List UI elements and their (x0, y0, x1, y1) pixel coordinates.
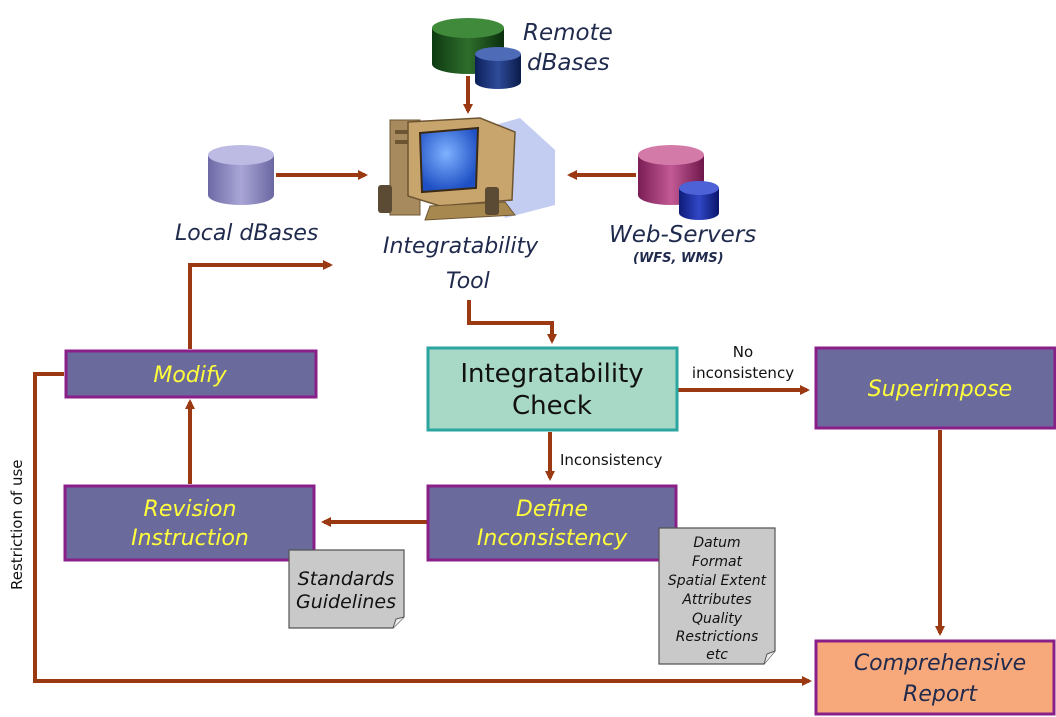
note-item: Restrictions (676, 629, 759, 645)
modify-label: Modify (153, 363, 227, 388)
arrow-restriction-to-report (33, 372, 812, 686)
arrow-tool-to-check (467, 300, 557, 344)
no-inconsistency-label-line2: inconsistency (692, 364, 794, 382)
comprehensive-report-box (814, 639, 1056, 716)
comprehensive-report-line2: Report (903, 682, 978, 707)
inconsistency-label: Inconsistency (560, 451, 663, 469)
remote-dbases-icon (432, 18, 521, 89)
web-servers-sublabel: (WFS, WMS) (633, 251, 724, 266)
superimpose-box (814, 346, 1056, 430)
revision-instruction-line1: Revision (144, 497, 237, 522)
note-item: etc (706, 647, 728, 663)
integratability-check-box (426, 346, 679, 432)
modify-box (64, 349, 318, 399)
local-dbases-label: Local dBases (175, 221, 318, 246)
no-inconsistency-label-line1: No (733, 343, 753, 361)
integratability-check-line2: Check (512, 391, 592, 421)
tool-label-line2: Tool (446, 269, 490, 294)
local-dbases-icon (208, 145, 274, 205)
comprehensive-report-line1: Comprehensive (854, 651, 1026, 676)
define-inconsistency-line2: Inconsistency (477, 526, 628, 551)
web-servers-label: Web-Servers (609, 222, 756, 248)
note-item: Spatial Extent (668, 573, 767, 589)
web-servers-icon (638, 145, 719, 220)
inconsistency-types-note (658, 527, 776, 665)
integratability-check-line1: Integratability (460, 359, 643, 389)
define-inconsistency-box (426, 484, 678, 562)
define-inconsistency-line1: Define (516, 497, 588, 522)
remote-dbases-label: Remote (523, 20, 613, 46)
note-item: Datum (693, 535, 740, 551)
tool-label-line1: Integratability (383, 234, 539, 259)
restriction-of-use-label: Restriction of use (8, 459, 26, 590)
arrows (33, 76, 945, 686)
remote-dbases-label-2: dBases (527, 50, 610, 76)
note-item: Attributes (681, 592, 751, 608)
revision-instruction-line2: Instruction (131, 526, 249, 551)
superimpose-label: Superimpose (868, 377, 1012, 402)
note-standards-line: Standards (298, 568, 395, 590)
computer-icon (378, 117, 555, 221)
revision-instruction-box (63, 484, 316, 562)
arrow-modify-to-tool (188, 260, 333, 349)
note-guidelines-line: Guidelines (296, 591, 396, 613)
standards-guidelines-note (288, 549, 405, 629)
note-item: Quality (692, 611, 743, 627)
note-item: Format (692, 554, 743, 570)
